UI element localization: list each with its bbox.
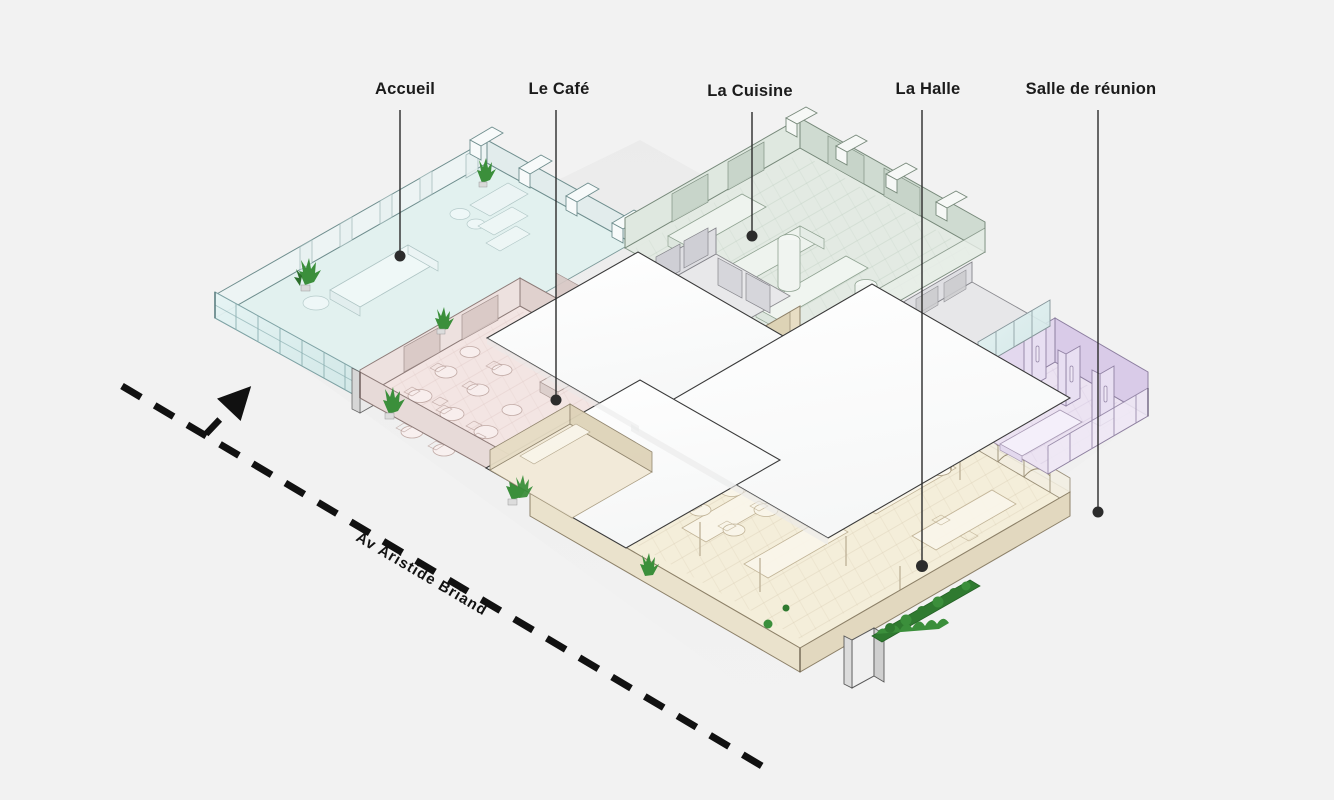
callout-la-cuisine[interactable]: La Cuisine: [707, 82, 793, 242]
leader-dot-le-cafe: [550, 394, 562, 406]
plant-icon: [763, 619, 773, 629]
accueil-glass-mullions: [214, 304, 361, 390]
zone-accueil: [214, 126, 646, 414]
street-dashed-line: [120, 382, 774, 776]
cafe-interior-pocket: [489, 403, 653, 519]
callout-label-accueil: Accueil: [375, 80, 435, 98]
plant-icon: [640, 553, 659, 576]
plant-icon: [477, 158, 496, 188]
reunion-glass-mullions: [1069, 395, 1137, 461]
street-label: Av Aristide Briand: [353, 529, 490, 620]
plant-icon: [782, 604, 790, 612]
callout-accueil[interactable]: Accueil: [375, 80, 435, 262]
leader-dot-salle-de-reunion: [1092, 506, 1104, 518]
reunion-wall-slots: [1035, 345, 1108, 403]
callout-le-cafe[interactable]: Le Café: [528, 80, 589, 406]
leader-dot-accueil: [394, 250, 406, 262]
callout-la-halle[interactable]: La Halle: [896, 80, 961, 572]
callout-label-salle-de-reunion: Salle de réunion: [1026, 80, 1157, 98]
annex-glass-mullions: [995, 311, 1033, 358]
plant-icon: [435, 307, 454, 335]
service-lockers-right: [717, 257, 771, 314]
callout-label-la-halle: La Halle: [896, 80, 961, 98]
callout-salle-de-reunion[interactable]: Salle de réunion: [1026, 80, 1157, 518]
meeting-table: [999, 409, 1083, 463]
leader-dot-la-halle: [916, 560, 928, 572]
leader-dot-la-cuisine: [746, 230, 758, 242]
plant-icon: [383, 387, 405, 420]
cuisine-parapet-blocks: [785, 106, 968, 222]
street-entry-arrow: [203, 386, 252, 437]
hedge-planter: [871, 579, 981, 643]
accueil-furniture: [302, 182, 531, 317]
callout-label-la-cuisine: La Cuisine: [707, 82, 792, 100]
callout-label-le-cafe: Le Café: [528, 80, 589, 98]
plant-icon: [294, 258, 321, 292]
plant-icon: [514, 475, 533, 498]
